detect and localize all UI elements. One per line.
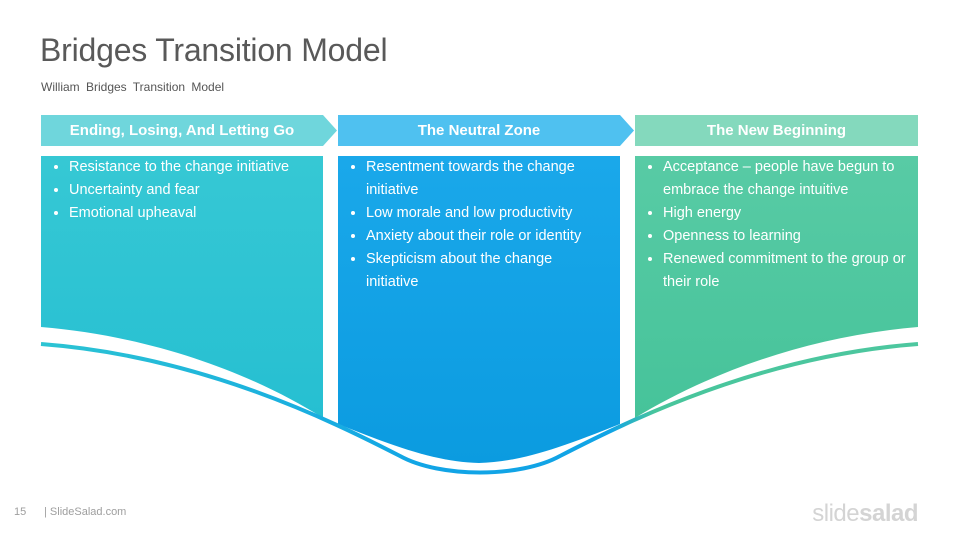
page-title: Bridges Transition Model bbox=[40, 32, 388, 68]
list-item: Emotional upheaval bbox=[69, 202, 319, 225]
list-item: Renewed commitment to the group or their… bbox=[663, 248, 913, 294]
list-item: Skepticism about the change initiative bbox=[366, 248, 608, 294]
panel-ending bbox=[41, 156, 323, 418]
brand-logo-bold: salad bbox=[859, 500, 918, 527]
page-subtitle: William Bridges Transition Model bbox=[41, 80, 225, 94]
header-bar-neutral bbox=[338, 115, 634, 146]
list-item: Uncertainty and fear bbox=[69, 179, 319, 202]
list-item: High energy bbox=[663, 202, 913, 225]
page-number: 15 bbox=[14, 506, 27, 518]
list-item: Anxiety about their role or identity bbox=[366, 225, 608, 248]
column-body-beginning: Acceptance – people have begun to embrac… bbox=[635, 156, 913, 294]
brand-logo: slidesalad bbox=[812, 500, 918, 528]
list-item: Resentment towards the change initiative bbox=[366, 156, 608, 202]
panel-neutral bbox=[338, 156, 620, 463]
header-bar-beginning bbox=[635, 115, 918, 146]
footer-site-link[interactable]: | SlideSalad.com bbox=[44, 506, 127, 518]
column-header-beginning: The New Beginning bbox=[706, 122, 847, 139]
header-bar-ending bbox=[41, 115, 337, 146]
column-body-ending: Resistance to the change initiative Unce… bbox=[41, 156, 319, 225]
list-item: Openness to learning bbox=[663, 225, 913, 248]
list-item: Low morale and low productivity bbox=[366, 202, 608, 225]
list-item: Resistance to the change initiative bbox=[69, 156, 319, 179]
column-header-neutral: The Neutral Zone bbox=[417, 122, 541, 139]
transition-curve bbox=[40, 342, 919, 475]
panel-beginning bbox=[635, 156, 918, 418]
column-body-neutral: Resentment towards the change initiative… bbox=[338, 156, 608, 294]
column-header-ending: Ending, Losing, And Letting Go bbox=[69, 122, 295, 139]
brand-logo-light: slide bbox=[812, 500, 860, 527]
list-item: Acceptance – people have begun to embrac… bbox=[663, 156, 913, 202]
